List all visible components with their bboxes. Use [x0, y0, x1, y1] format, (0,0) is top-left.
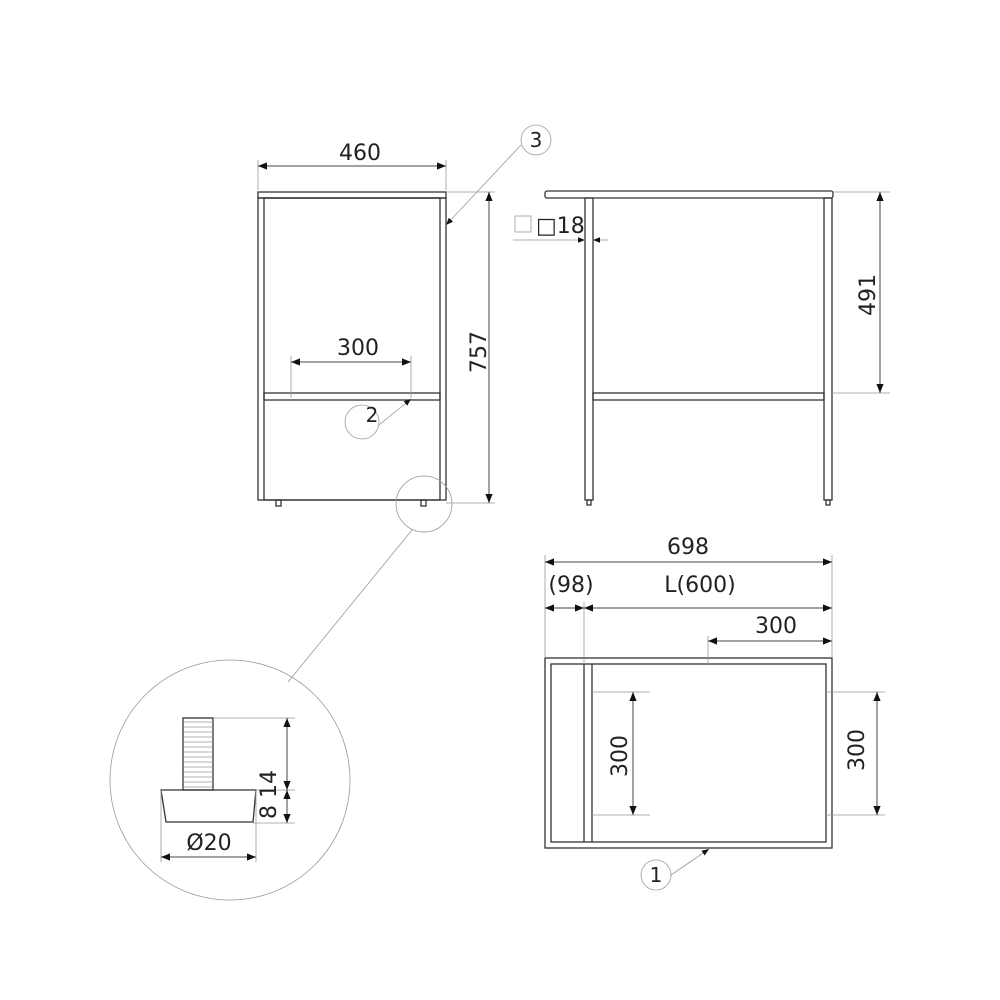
- foot-detail: 8 14 Ø20: [109, 659, 351, 901]
- plan-view: 698 (98) L(600) 300 300 300 1: [544, 535, 885, 891]
- overall-dimension: 698: [667, 535, 709, 560]
- balloon-3-label: 3: [530, 128, 543, 152]
- balloon-2-label: 2: [366, 403, 379, 427]
- balloon-2: [344, 404, 380, 440]
- diameter-dimension: Ø20: [186, 831, 231, 856]
- thread-height-dimension: 14: [257, 770, 282, 798]
- detail-marker: [395, 475, 453, 533]
- width-dimension: 460: [339, 141, 381, 166]
- right-vertical-dimension: 300: [845, 729, 870, 771]
- offset-dimension: (98): [548, 573, 593, 598]
- half-dimension: 300: [755, 614, 797, 639]
- height-dimension: 757: [467, 331, 492, 373]
- profile-dimension: □18: [536, 214, 585, 239]
- balloon-3: [520, 124, 552, 156]
- side-view: □18 491: [513, 190, 890, 506]
- length-dimension: L(600): [664, 573, 735, 598]
- rail-dimension: 300: [337, 336, 379, 361]
- front-view: 460 757 300 2 3: [257, 124, 552, 683]
- base-height-dimension: 8: [257, 805, 282, 819]
- balloon-1-label: 1: [650, 863, 663, 887]
- shelf-height-dimension: 491: [856, 274, 881, 316]
- left-vertical-dimension: 300: [608, 735, 633, 777]
